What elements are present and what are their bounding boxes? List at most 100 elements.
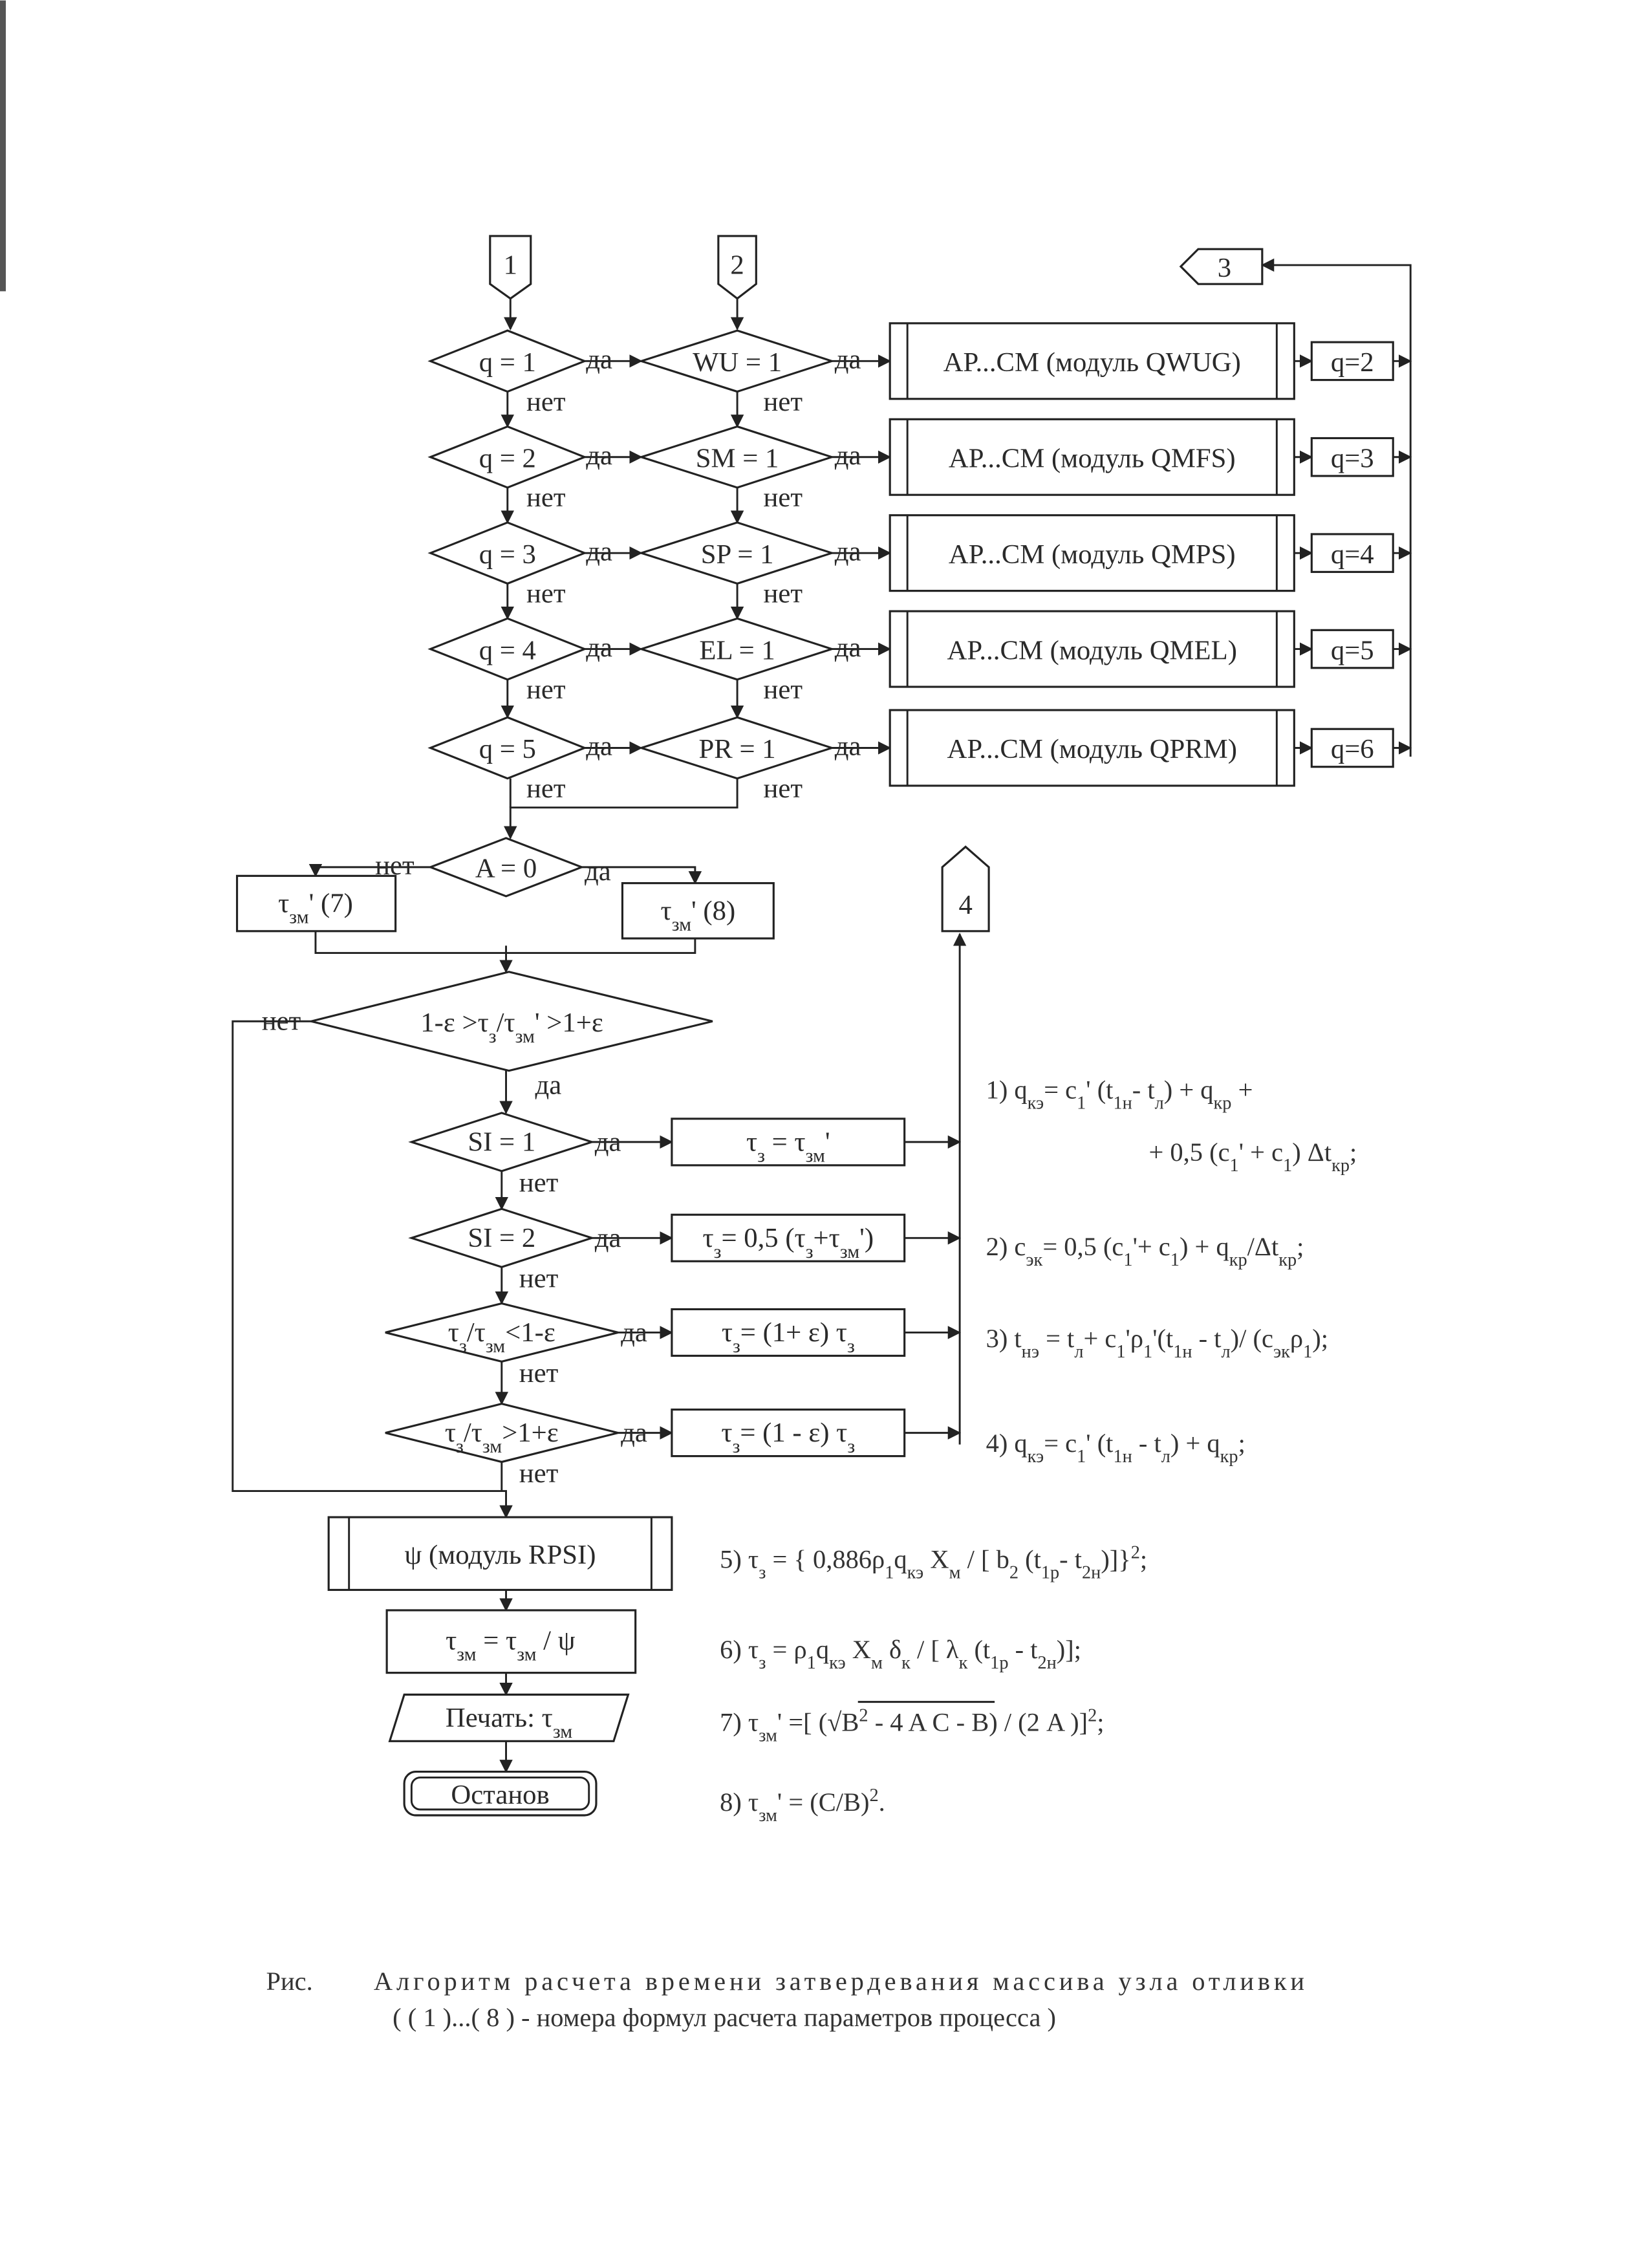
text-segment: τ bbox=[445, 1418, 456, 1448]
text-segment: 1н bbox=[1173, 1341, 1192, 1361]
text-segment: ; bbox=[1238, 1429, 1245, 1458]
yes-label: да bbox=[586, 632, 612, 663]
text-segment: зм bbox=[672, 913, 691, 934]
text-segment: л bbox=[1074, 1341, 1083, 1361]
text-segment: 2н bbox=[1037, 1653, 1056, 1673]
decision-q-label: q = 2 bbox=[479, 443, 536, 473]
decision-range-check: 1-ε >τз/τзм' >1+ε bbox=[310, 971, 713, 1072]
text-segment: τ bbox=[721, 1418, 732, 1448]
text-segment: ; bbox=[1297, 1232, 1304, 1261]
text-segment: ' = (C/B) bbox=[777, 1787, 870, 1817]
decision-a-zero-label: A = 0 bbox=[475, 854, 537, 884]
text-segment: + bbox=[1231, 1075, 1253, 1104]
assign-label: τз = τзм' bbox=[746, 1127, 830, 1165]
formula-2: 2) cэк= 0,5 (c1'+ c1) + qкр/Δtкр; bbox=[986, 1232, 1304, 1270]
text-segment: зм bbox=[553, 1720, 572, 1742]
formula-list: 1) qкэ= c1' (t1н- tл) + qкр + + 0,5 (c1'… bbox=[720, 1075, 1357, 1825]
text-segment: зм bbox=[759, 1806, 777, 1826]
decision-flag-label: WU = 1 bbox=[693, 347, 782, 378]
connector-1-label: 1 bbox=[504, 250, 517, 280]
yes-label: да bbox=[535, 1070, 562, 1101]
no-label: нет bbox=[526, 675, 566, 705]
text-segment: 7) τ bbox=[720, 1708, 759, 1737]
yes-label: да bbox=[585, 856, 611, 887]
text-segment: з bbox=[489, 1025, 497, 1046]
caption-prefix: Рис. bbox=[266, 1967, 313, 1996]
text-segment: /τ bbox=[464, 1418, 482, 1448]
connector-2: 2 bbox=[717, 235, 757, 300]
text-segment: )/ (c bbox=[1231, 1324, 1273, 1353]
text-segment: 4) q bbox=[986, 1429, 1028, 1458]
no-label: нет bbox=[764, 773, 803, 804]
text-segment: з bbox=[456, 1436, 464, 1457]
text-segment: 1 bbox=[1143, 1341, 1152, 1361]
decision-flag-label: PR = 1 bbox=[699, 734, 776, 764]
text-segment: ) + q bbox=[1164, 1075, 1214, 1104]
text-segment: зм bbox=[517, 1643, 536, 1665]
assign-box bbox=[671, 1308, 906, 1357]
terminator-stop: Останов bbox=[403, 1770, 598, 1817]
formula-3: 3) tнэ = tл+ c1'ρ1'(t1н - tл)/ (cэкρ1); bbox=[986, 1324, 1328, 1361]
assign-q-label: q=2 bbox=[1331, 347, 1374, 378]
no-label: нет bbox=[526, 387, 566, 417]
text-segment: = c bbox=[1044, 1075, 1077, 1104]
text-segment: 1 bbox=[1230, 1156, 1239, 1176]
no-label: нет bbox=[764, 579, 803, 609]
yes-label: да bbox=[586, 731, 612, 762]
no-label: нет bbox=[519, 1358, 559, 1388]
text-segment: = ρ bbox=[766, 1635, 806, 1664]
text-segment: кр bbox=[1229, 1250, 1247, 1270]
text-segment: <1-ε bbox=[505, 1317, 555, 1348]
process-normalize: τзм = τзм / ψ bbox=[385, 1609, 637, 1674]
text-segment: X bbox=[846, 1635, 871, 1664]
text-segment: ) Δt bbox=[1292, 1138, 1331, 1167]
module-label: AP...CM (модуль QWUG) bbox=[943, 347, 1241, 378]
text-segment: τ bbox=[722, 1317, 733, 1348]
text-segment: з bbox=[757, 1145, 765, 1166]
assign-q-label: q=5 bbox=[1331, 635, 1374, 665]
decision-range-check-label: 1-ε >τз/τзм' >1+ε bbox=[420, 1008, 603, 1047]
text-segment: кэ bbox=[1028, 1093, 1044, 1113]
text-segment: 8) τ bbox=[720, 1787, 759, 1817]
text-segment: нэ bbox=[1022, 1341, 1039, 1361]
text-segment: ' bbox=[825, 1127, 830, 1157]
text-segment: = t bbox=[1039, 1324, 1074, 1353]
caption-line-2: ( ( 1 )...( 8 ) - номера формул расчета … bbox=[393, 2003, 1056, 2032]
text-segment: з bbox=[714, 1240, 722, 1262]
text-segment: 1р bbox=[1041, 1562, 1059, 1582]
text-segment: эк bbox=[1273, 1341, 1290, 1361]
text-segment: кэ bbox=[1028, 1446, 1044, 1466]
text-segment: +τ bbox=[814, 1223, 840, 1253]
text-segment: л bbox=[1161, 1446, 1170, 1466]
text-segment: / ψ bbox=[537, 1626, 576, 1656]
module-label: AP...CM (модуль QMFS) bbox=[949, 443, 1236, 473]
text-segment: + 0,5 (c bbox=[1148, 1138, 1229, 1167]
decision-q-label: q = 5 bbox=[479, 734, 536, 764]
text-segment: τ bbox=[661, 896, 672, 926]
text-segment: δ bbox=[883, 1635, 901, 1664]
text-segment: - t bbox=[1009, 1635, 1038, 1664]
assign-box bbox=[671, 1409, 906, 1458]
formula-4: 4) qкэ= c1' (t1н - tл) + qкр; bbox=[986, 1429, 1245, 1467]
decision-label: τз/τзм>1+ε bbox=[445, 1418, 559, 1457]
text-segment: зм bbox=[486, 1335, 505, 1356]
text-segment: 1 bbox=[885, 1562, 894, 1582]
text-segment: з bbox=[733, 1335, 740, 1356]
text-segment: (t bbox=[1018, 1545, 1041, 1574]
module-box bbox=[889, 610, 1295, 688]
text-segment: ' >1+ε bbox=[535, 1008, 603, 1038]
decision-label: SI = 2 bbox=[468, 1223, 535, 1253]
text-segment: кр bbox=[1278, 1250, 1297, 1270]
text-segment: ); bbox=[1312, 1324, 1328, 1353]
figure-caption: Рис. Алгоритм расчета времени затвердева… bbox=[266, 1967, 1305, 2032]
yes-label: да bbox=[835, 440, 861, 471]
text-segment: зм bbox=[482, 1436, 502, 1457]
text-segment: 3) t bbox=[986, 1324, 1022, 1353]
process-formula-7: τзм' (7) bbox=[235, 874, 397, 933]
no-label: нет bbox=[764, 675, 803, 705]
no-label: нет bbox=[764, 387, 803, 417]
text-segment: з bbox=[759, 1562, 766, 1582]
